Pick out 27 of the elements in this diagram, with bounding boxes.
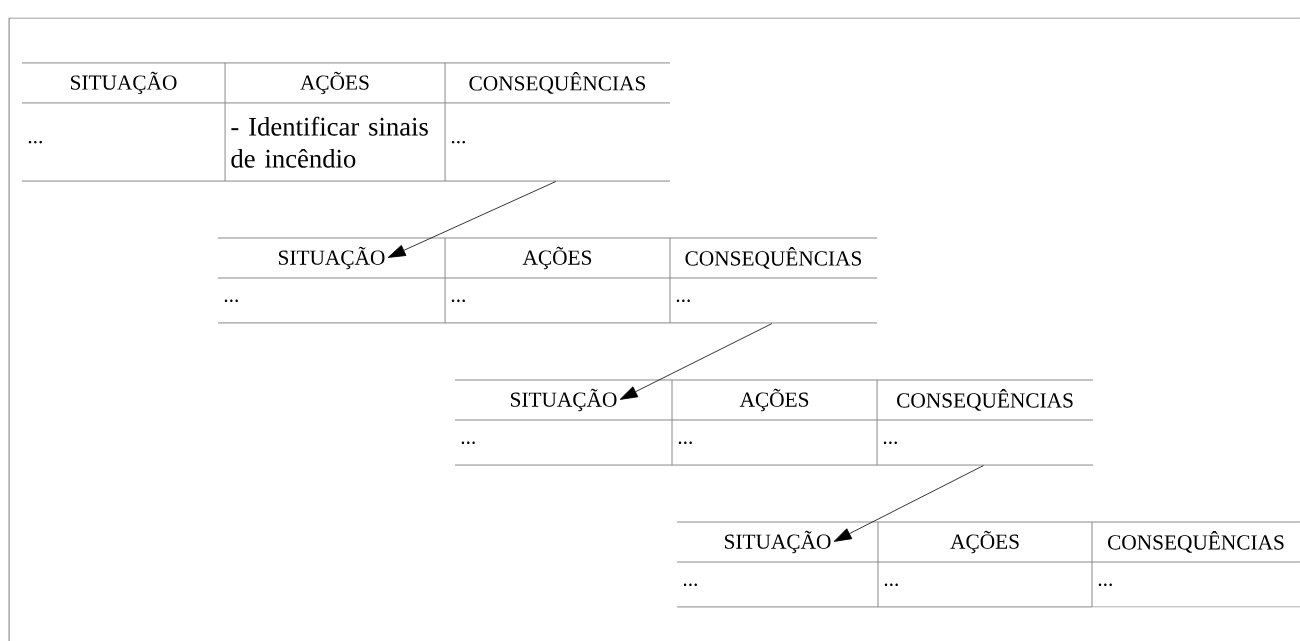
table-header-cell: CONSEQUÊNCIAS [469,72,645,94]
table-cell: ... [454,441,673,466]
table-cell: ... [21,140,226,182]
arrow [387,181,557,258]
arrow [619,323,773,400]
table-header-cell: SITUAÇÃO [278,246,385,270]
table-header-cell: CONSEQUÊNCIAS [897,389,1073,411]
table-header-cell: SITUAÇÃO [724,530,831,554]
table-header-cell: AÇÕES [739,388,809,412]
table-header-cell: SITUAÇÃO [510,388,617,412]
table-header-cell: CONSEQUÊNCIAS [1108,531,1284,553]
table-cell: - Identificar sinais de incêndio [224,116,446,182]
table-cell: ... [676,583,879,608]
table-header-cell: AÇÕES [522,246,592,270]
table-header-cell: SITUAÇÃO [70,71,177,95]
table-cell: ... [877,583,1093,608]
table-cell: ... [1091,583,1300,608]
table-cell: ... [444,299,671,324]
table-cell: ... [876,441,1094,466]
table-header-cell: AÇÕES [300,71,369,95]
table-header-cell: CONSEQUÊNCIAS [685,247,861,269]
table-cell: ... [217,299,446,324]
arrow [833,465,984,542]
table-header-cell: AÇÕES [950,530,1019,554]
table-cell: ... [444,140,671,182]
table-cell: ... [671,441,878,466]
table-cell: ... [669,299,878,324]
